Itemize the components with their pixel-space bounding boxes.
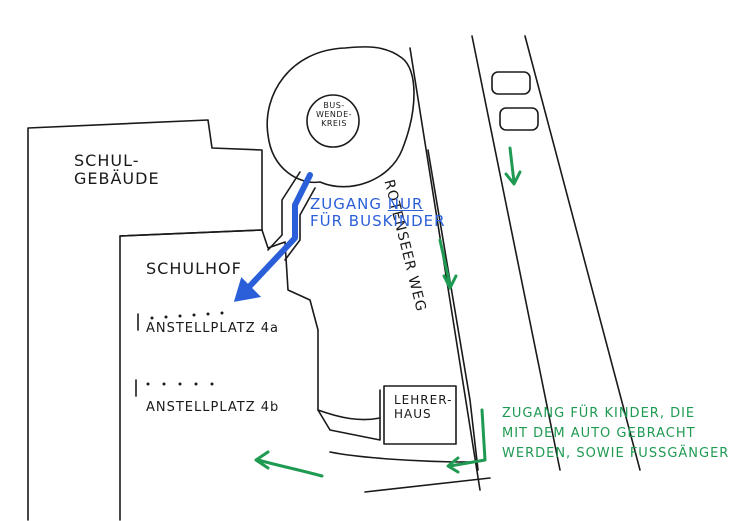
parent-access-label: ZUGANG FÜR KINDER, DIE MIT DEM AUTO GEBR… (502, 406, 730, 462)
line-up-4b-label: ANSTELLPLATZ 4b (146, 400, 280, 415)
school-building-label: SCHUL- GEBÄUDE (74, 151, 160, 189)
walk-route-arrow (254, 450, 324, 478)
road-edge-right (471, 35, 561, 471)
walk-route-arrow (446, 408, 487, 474)
schoolyard-outline (119, 229, 381, 441)
car-icon (499, 107, 539, 131)
road-edge-far (524, 35, 641, 471)
bus-access-line2: FÜR BUSKINDER (310, 212, 446, 231)
bus-access-emphasis: NUR (387, 195, 424, 213)
bus-turnaround-inner (306, 94, 360, 148)
bus-access-prefix: ZUGANG (310, 195, 388, 213)
footpath-edge (267, 171, 301, 251)
bus-route-arrow (245, 172, 313, 291)
walk-route-arrow (438, 238, 458, 290)
road-edge-inner (427, 149, 479, 471)
schoolyard-label: SCHULHOF (146, 259, 242, 278)
footpath-edge-2 (284, 187, 316, 261)
car-icon (491, 71, 531, 95)
bus-access-label: ZUGANG NUR FÜR BUSKINDER (310, 195, 446, 231)
teacher-house-label: LEHRER- HAUS (394, 393, 453, 421)
teacher-house-box (383, 385, 457, 445)
bus-turnaround-circle (266, 46, 415, 188)
lower-boundary-2 (329, 451, 471, 463)
direction-arrow-icon (504, 146, 522, 186)
lower-boundary (317, 409, 381, 421)
line-up-4a-label: ANSTELLPLATZ 4a (146, 321, 279, 336)
bus-turnaround-label: BUS- WENDE- KREIS (315, 101, 353, 129)
lower-boundary-3 (364, 477, 491, 493)
